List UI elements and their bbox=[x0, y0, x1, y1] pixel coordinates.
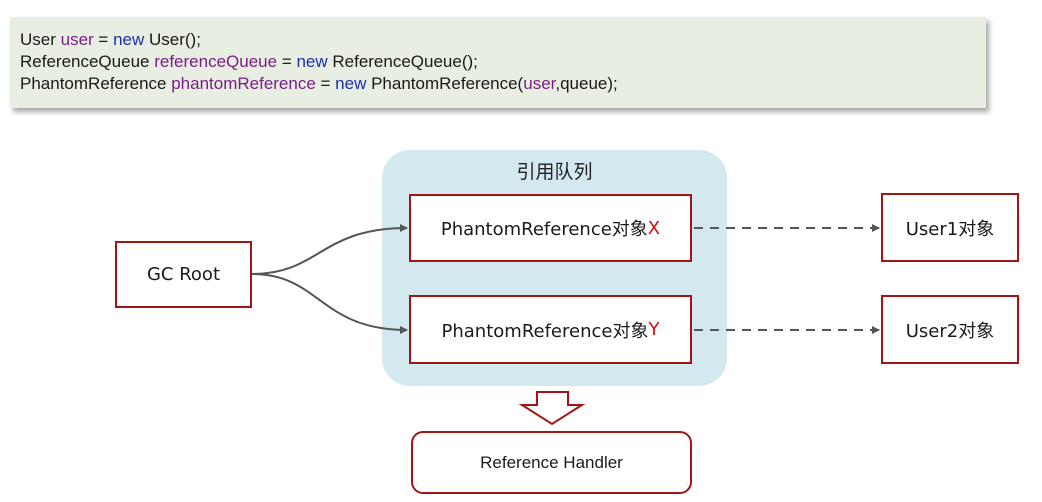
user1-label: User1对象 bbox=[905, 218, 995, 240]
phantom-x-letter: X bbox=[647, 217, 661, 239]
gc-root-node: GC Root bbox=[115, 241, 252, 308]
code-token: User(); bbox=[144, 30, 201, 49]
code-token: user bbox=[523, 74, 556, 93]
code-token: new bbox=[296, 52, 328, 71]
code-token: ReferenceQueue(); bbox=[327, 52, 478, 71]
reference-handler-node: Reference Handler bbox=[411, 431, 692, 494]
code-token: PhantomReference( bbox=[366, 74, 524, 93]
code-token: user bbox=[60, 30, 94, 49]
code-token: ReferenceQueue bbox=[20, 52, 155, 71]
code-token: = bbox=[315, 74, 336, 93]
code-token: new bbox=[335, 74, 367, 93]
user1-node: User1对象 bbox=[881, 193, 1019, 262]
user2-node: User2对象 bbox=[881, 295, 1019, 364]
code-snippet: User user = new User(); ReferenceQueue r… bbox=[10, 17, 986, 108]
code-token: ,queue); bbox=[555, 74, 618, 93]
code-token: User bbox=[20, 30, 61, 49]
code-token: = bbox=[93, 30, 114, 49]
code-token: PhantomReference bbox=[20, 74, 172, 93]
phantom-y-label: PhantomReference对象 bbox=[441, 320, 649, 342]
code-token: new bbox=[113, 30, 145, 49]
code-line-2: ReferenceQueue referenceQueue = new Refe… bbox=[20, 51, 986, 73]
edge-gcroot-to-phantom-y bbox=[251, 273, 408, 334]
user2-label: User2对象 bbox=[905, 320, 995, 342]
phantom-y-letter: Y bbox=[648, 319, 660, 340]
code-token: = bbox=[277, 52, 297, 71]
down-arrow-icon bbox=[518, 391, 586, 426]
reference-handler-label: Reference Handler bbox=[480, 452, 623, 472]
code-line-1: User user = new User(); bbox=[20, 29, 986, 51]
phantom-x-label: PhantomReference对象 bbox=[440, 219, 648, 240]
reference-queue-label: 引用队列 bbox=[516, 161, 593, 183]
edge-gcroot-to-phantom-x bbox=[251, 224, 408, 275]
code-token: phantomReference bbox=[171, 74, 316, 93]
gc-root-label: GC Root bbox=[146, 264, 221, 285]
code-line-3: PhantomReference phantomReference = new … bbox=[20, 73, 986, 95]
code-token: referenceQueue bbox=[154, 52, 278, 71]
